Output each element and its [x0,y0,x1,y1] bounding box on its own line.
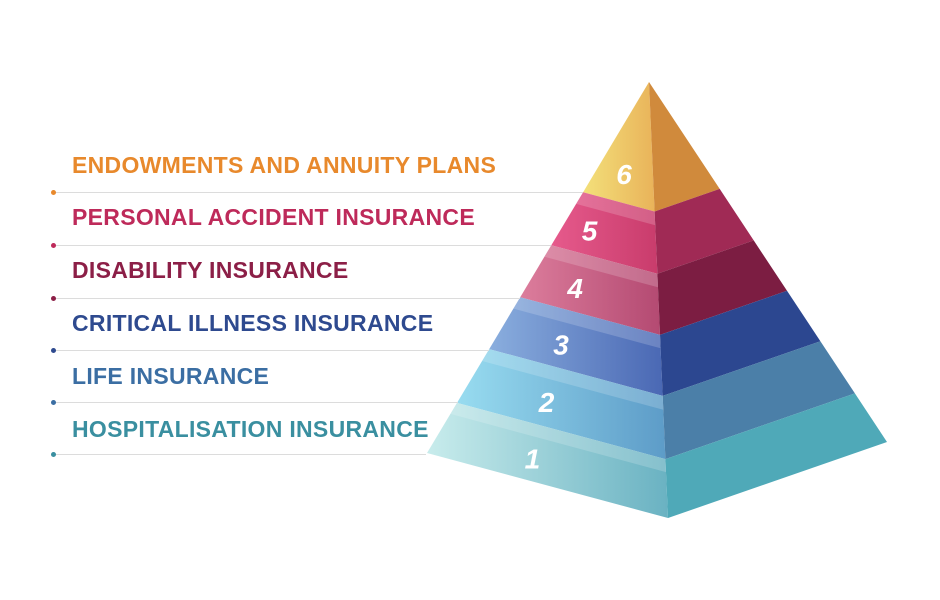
layer-2-right-face [662,341,855,460]
layer-5-number: 5 [582,216,598,247]
layer-3-bullet-dot [51,348,56,353]
layer-4-guide-line [54,298,520,299]
layer-1-guide-line [54,454,427,455]
layer-4-bullet-dot [51,296,56,301]
layer-6-label: ENDOWMENTS AND ANNUITY PLANS [72,152,497,178]
layer-5-highlight [576,192,656,226]
layer-4-highlight [544,245,658,288]
layer-2-bullet-dot [51,400,56,405]
layer-4-label: DISABILITY INSURANCE [72,257,349,283]
layer-2-number: 2 [538,387,555,418]
layer-5-label: PERSONAL ACCIDENT INSURANCE [72,204,475,230]
layer-6-bullet-dot [51,190,56,195]
layer-1-left-face [427,402,668,518]
layer-1-label: HOSPITALISATION INSURANCE [72,416,429,442]
layer-2-highlight [482,349,664,410]
layer-3-guide-line [54,350,489,351]
pyramid-layer-1: 1 [427,393,887,518]
layer-6-guide-line [54,192,584,193]
layer-3-left-face [489,297,663,396]
layer-5-guide-line [54,245,552,246]
pyramid-layer-5: 5 [551,188,754,274]
pyramid-layer-2: 2 [457,341,855,460]
layer-5-left-face [551,192,658,274]
layer-2-guide-line [54,402,458,403]
layer-3-highlight [513,297,661,349]
layer-5-bullet-dot [51,243,56,248]
layer-3-right-face [660,290,821,396]
layer-6-number: 6 [616,159,632,190]
layer-6-right-face [649,82,720,212]
layer-2-label: LIFE INSURANCE [72,363,270,389]
layer-1-bullet-dot [51,452,56,457]
layer-1-number: 1 [525,443,541,474]
layer-4-number: 4 [566,273,583,304]
layer-3-label: CRITICAL ILLNESS INSURANCE [72,310,434,336]
layer-1-right-face [665,393,887,518]
layer-2-left-face [457,349,666,460]
pyramid-layer-3: 3 [489,290,821,396]
layer-5-right-face [654,188,754,274]
layer-3-number: 3 [553,329,569,360]
layer-4-left-face [520,245,660,335]
pyramid-layer-4: 4 [520,240,787,335]
pyramid-layer-6: 6 [583,82,720,212]
layer-1-highlight [450,402,666,473]
layer-6-left-face [583,82,655,212]
layer-4-right-face [657,240,787,335]
